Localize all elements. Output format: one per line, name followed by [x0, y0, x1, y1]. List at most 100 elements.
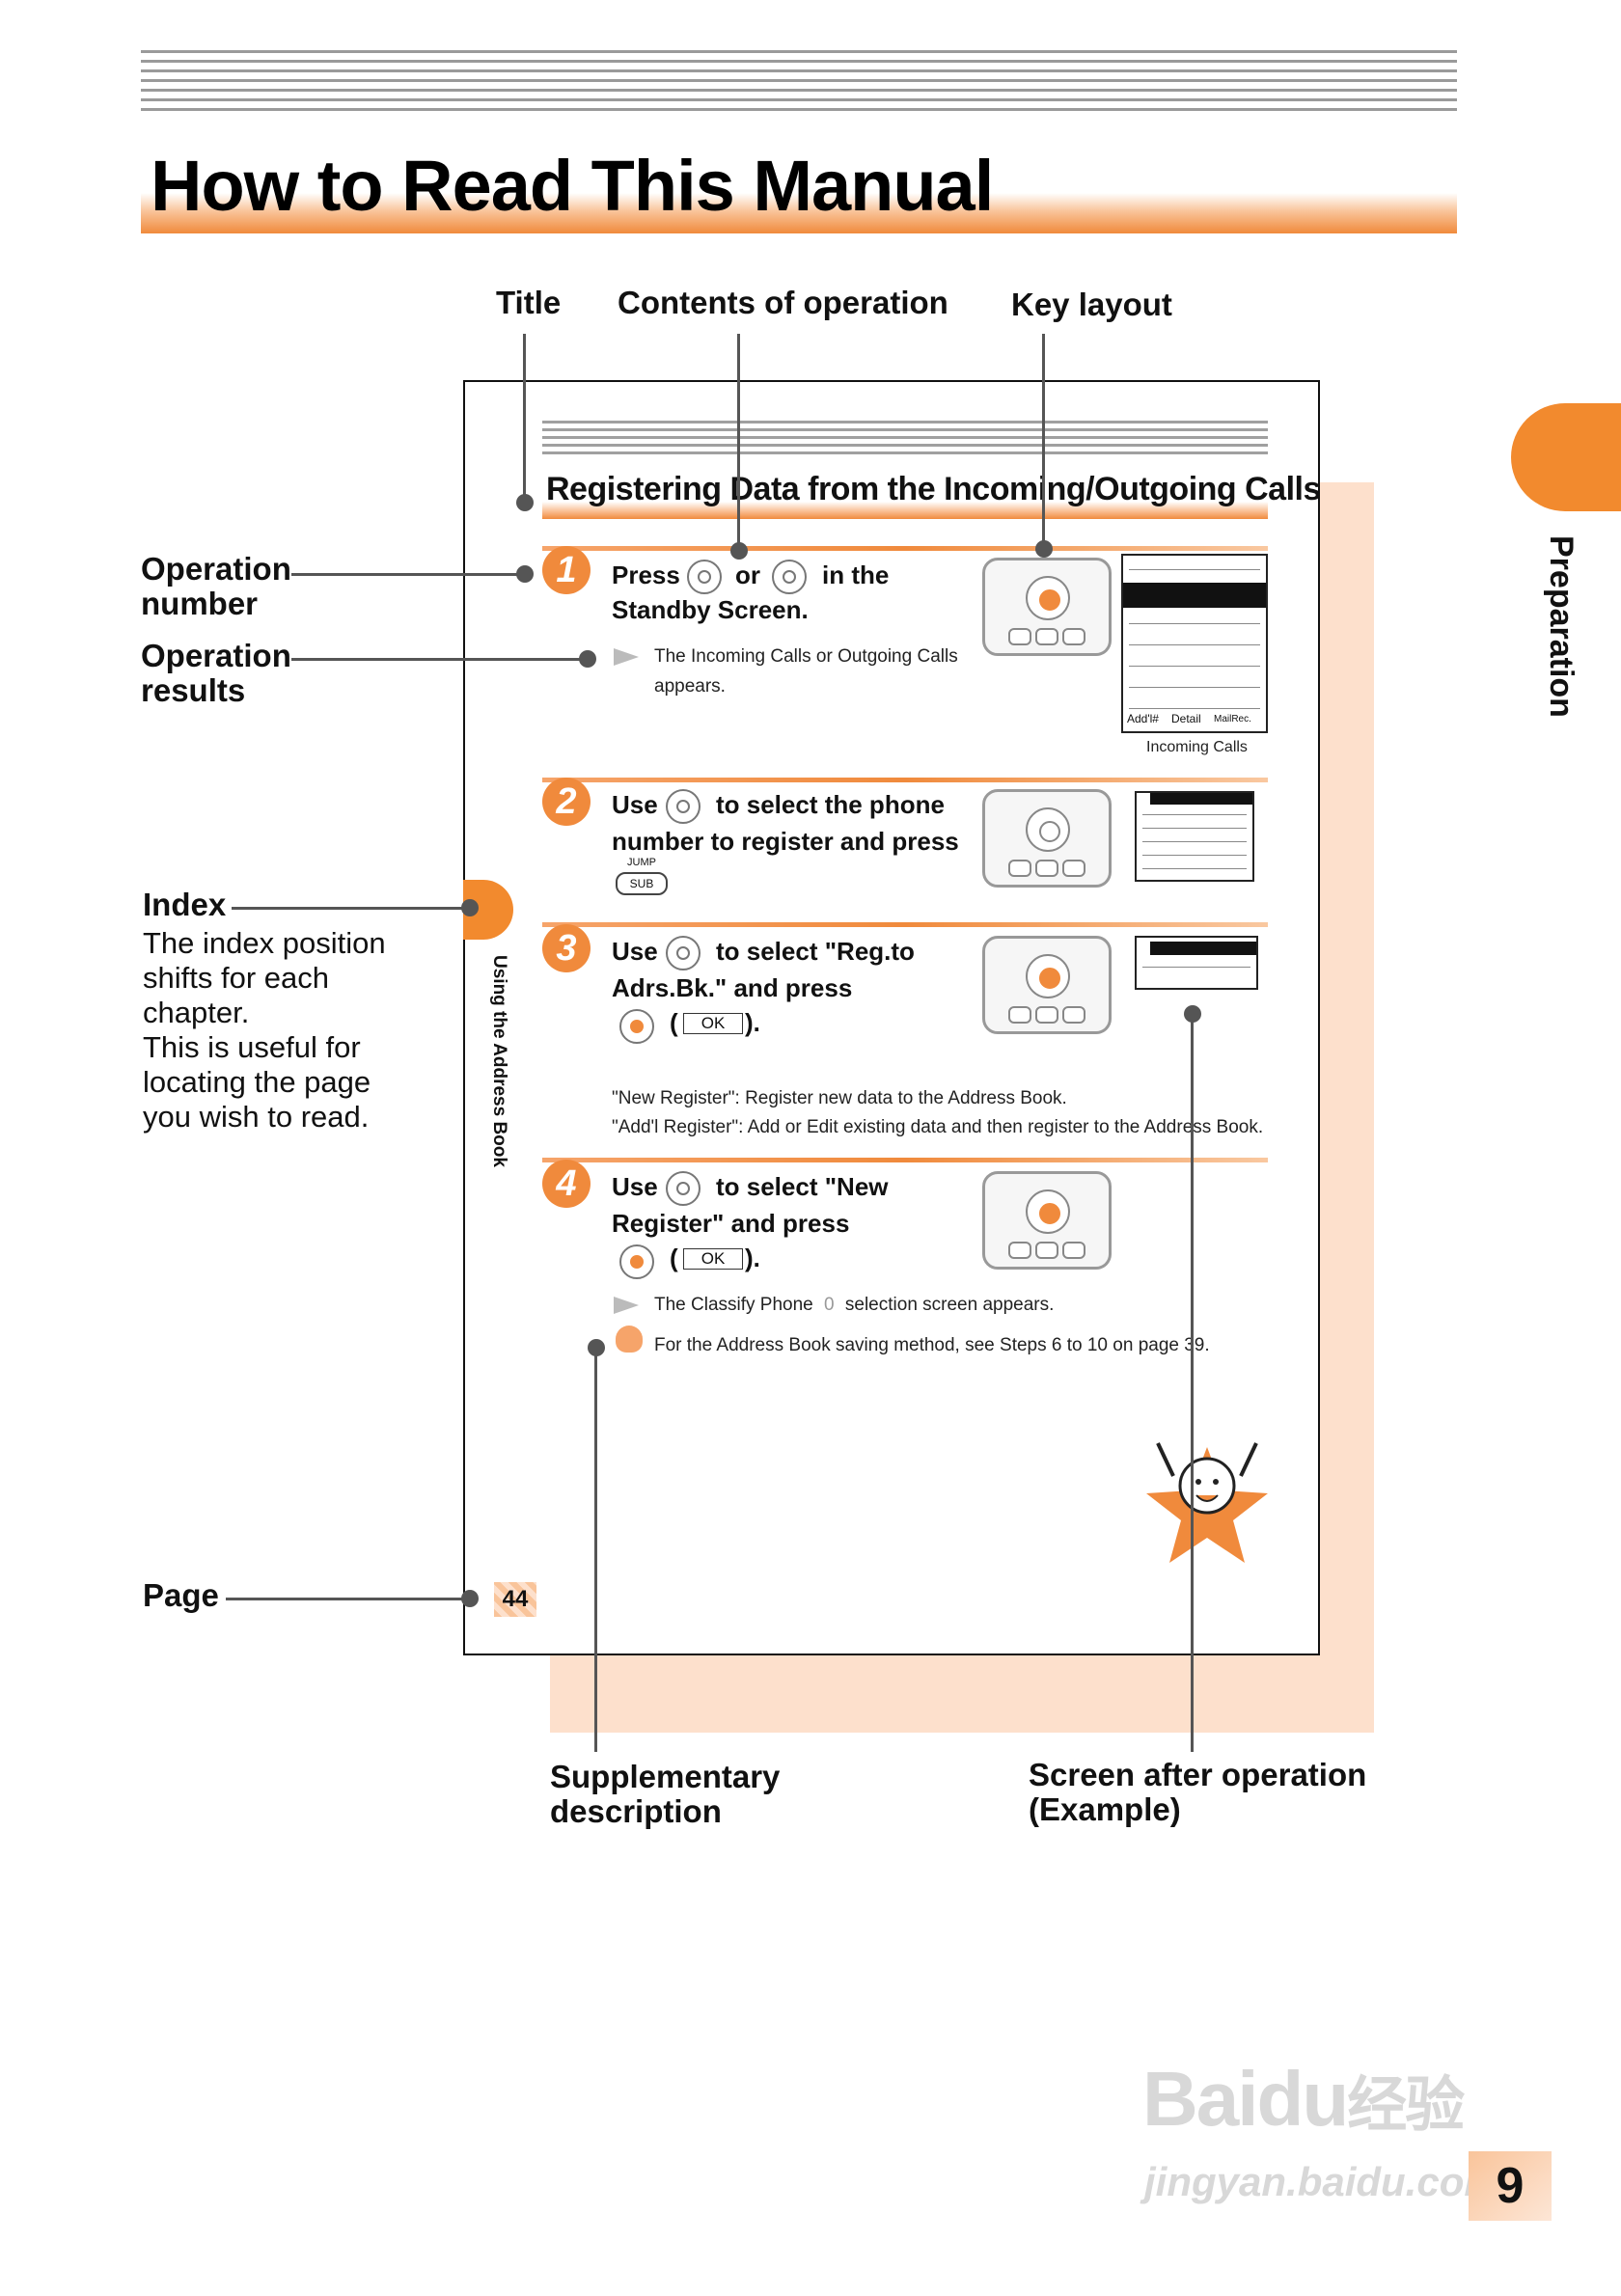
sample-rule [542, 444, 1268, 447]
step-text: Standby Screen. [612, 595, 809, 624]
screen-example [1135, 791, 1254, 882]
step-bar [542, 546, 1268, 551]
step-text: ( [670, 1244, 678, 1272]
sample-rule [542, 421, 1268, 424]
result-text: The Incoming Calls or Outgoing Calls [654, 646, 958, 667]
leader-dot [579, 650, 596, 668]
result-text: The Classify Phone 0 selection screen ap… [654, 1295, 1055, 1315]
nav-key-icon [666, 1171, 701, 1206]
step-bar [542, 922, 1268, 927]
header-rule [141, 89, 1457, 92]
callout-page: Page [143, 1577, 219, 1613]
result-text: appears. [654, 676, 726, 697]
ok-softkey-icon: OK [683, 1013, 743, 1034]
sample-rule [542, 428, 1268, 431]
step-text: or [735, 560, 760, 589]
leader-line [232, 907, 469, 910]
header-rule [141, 108, 1457, 111]
sample-title: Registering Data from the Incoming/Outgo… [546, 471, 1321, 507]
ok-softkey-icon: OK [683, 1248, 743, 1270]
note-text: "New Register": Register new data to the… [612, 1088, 1067, 1108]
nav-key-icon [666, 936, 701, 970]
leader-line [291, 573, 523, 576]
key-layout-phone [982, 789, 1112, 888]
header-rule [141, 69, 1457, 72]
watermark-url: jingyan.baidu.com [1144, 2159, 1500, 2204]
supplementary-text: For the Address Book saving method, see … [654, 1335, 1210, 1355]
page-number: 9 [1469, 2151, 1552, 2221]
step-bar [542, 1158, 1268, 1162]
step-text: to select "New [716, 1172, 889, 1201]
step-text: ). [745, 1008, 760, 1037]
leader-line [523, 334, 526, 504]
result-arrow-icon [614, 1297, 639, 1314]
softkey-mailrec: MailRec. [1214, 714, 1251, 724]
step-text: Press [612, 560, 680, 589]
mascot-illustration [1146, 1442, 1268, 1563]
sample-title-band [542, 502, 1268, 519]
leader-line [1191, 1013, 1194, 1752]
nav-key-icon [666, 789, 701, 824]
leader-dot [461, 899, 479, 916]
center-key-icon [619, 1244, 654, 1279]
nav-key-icon [687, 560, 722, 594]
chapter-tab-label: Preparation [1543, 535, 1580, 718]
page-title: How to Read This Manual [151, 146, 994, 226]
leader-line [291, 658, 587, 661]
step-text: to select the phone [716, 790, 945, 819]
hand-pointer-icon [616, 1326, 643, 1353]
index-label: Using the Address Book [489, 955, 509, 1167]
key-layout-phone [982, 558, 1112, 656]
header-rule [141, 60, 1457, 63]
sample-rule [542, 451, 1268, 454]
step-number: 2 [542, 778, 591, 826]
callout-key-layout: Key layout [1011, 287, 1172, 322]
leader-line [226, 1598, 469, 1600]
leader-dot [730, 542, 748, 560]
softkey-detail: Detail [1171, 712, 1201, 725]
title-band [141, 193, 1457, 233]
leader-dot [1035, 540, 1053, 558]
leader-line [594, 1347, 597, 1752]
nav-key-icon [772, 560, 807, 594]
step-text: in the [822, 560, 890, 589]
callout-contents: Contents of operation [618, 285, 948, 320]
center-key-icon [619, 1009, 654, 1044]
sample-rule [542, 436, 1268, 439]
step-number: 4 [542, 1160, 591, 1208]
chapter-tab [1511, 403, 1621, 511]
incoming-calls-screen: Add'l# Detail MailRec. [1121, 554, 1268, 733]
step-text: ). [745, 1244, 760, 1272]
sample-page-number: 44 [494, 1582, 536, 1617]
leader-line [737, 334, 740, 552]
step-text: Use [612, 1172, 658, 1201]
leader-dot [461, 1590, 479, 1607]
step-text: Use [612, 790, 658, 819]
leader-line [1042, 334, 1045, 548]
step-bar [542, 778, 1268, 782]
softkey-add: Add'l# [1127, 712, 1159, 725]
callout-screen: Screen after operation(Example) [1029, 1757, 1367, 1827]
step-text: ( [670, 1008, 678, 1037]
watermark-logo: Baidu经验 [1142, 2056, 1465, 2142]
leader-dot [588, 1339, 605, 1356]
screen-example [1135, 936, 1258, 990]
leader-dot [1184, 1005, 1201, 1023]
header-rule [141, 79, 1457, 82]
callout-index: Index [143, 887, 227, 922]
leader-dot [516, 565, 534, 583]
step-text: Register" and press [612, 1209, 850, 1238]
sub-key-icon: SUB [616, 872, 668, 895]
note-text: "Add'l Register": Add or Edit existing d… [612, 1117, 1264, 1137]
step-text: number to register and press [612, 827, 959, 856]
callout-title: Title [496, 285, 562, 320]
header-rule [141, 98, 1457, 101]
leader-dot [516, 494, 534, 511]
key-layout-phone [982, 936, 1112, 1034]
step-number: 3 [542, 924, 591, 972]
page-shadow [1316, 482, 1374, 1733]
